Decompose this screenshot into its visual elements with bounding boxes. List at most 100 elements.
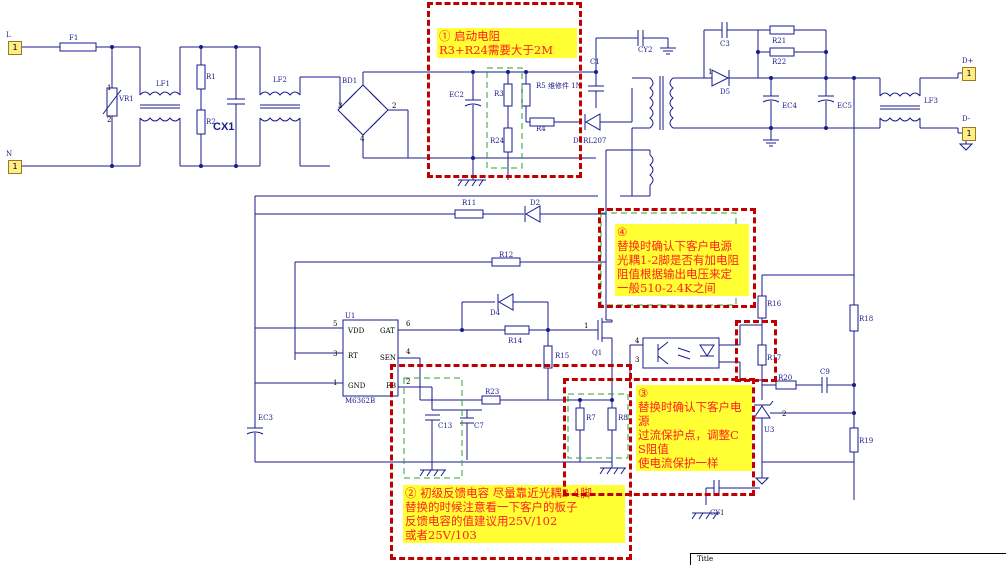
pin-num-1: 1 xyxy=(333,379,337,387)
bd1-pin-3: 3 xyxy=(338,102,342,110)
label-ec3: EC3 xyxy=(258,414,273,422)
label-u1-part: M6362B xyxy=(345,397,375,405)
label-r2: R2 xyxy=(206,118,216,126)
port-d-plus: 1 xyxy=(962,67,976,81)
resistor-r1 xyxy=(196,64,206,90)
note-current-protect: ③ 替换时确认下客户电 源 过流保护点，调整C S阻值 使电流保护一样 xyxy=(636,385,752,471)
choke-lf2 xyxy=(259,91,301,96)
label-r3: R3 xyxy=(494,90,504,98)
label-c13: C13 xyxy=(438,422,452,430)
bd1-pin-4: 4 xyxy=(360,135,365,143)
resistor-r18 xyxy=(849,304,859,332)
label-r7: R7 xyxy=(586,414,596,422)
port-l-label: L xyxy=(6,31,11,39)
vr1-pin-1: 1 xyxy=(107,84,111,92)
secondary-section xyxy=(673,22,974,500)
transformer xyxy=(605,76,674,320)
note-r17-highlight xyxy=(735,320,777,382)
highlight-feedback-cap xyxy=(403,377,463,479)
label-r1: R1 xyxy=(206,73,216,81)
highlight-cs-resistors xyxy=(567,393,629,459)
label-lf2: LF2 xyxy=(273,76,287,84)
label-c9: C9 xyxy=(820,368,830,376)
label-q1: Q1 xyxy=(592,349,602,357)
opto-pin-4: 4 xyxy=(635,337,640,345)
pin-vdd: VDD xyxy=(347,327,365,335)
label-r19: R19 xyxy=(859,437,873,445)
note-current-protect-box: ③ 替换时确认下客户电 源 过流保护点，调整C S阻值 使电流保护一样 xyxy=(563,378,755,496)
label-ec4: EC4 xyxy=(782,102,797,110)
port-n-label: N xyxy=(6,150,13,158)
label-cx1: CX1 xyxy=(213,121,234,133)
pin-gnd: GND xyxy=(348,382,366,390)
label-r14: R14 xyxy=(508,337,523,345)
input-wires xyxy=(22,42,341,168)
label-c1: C1 xyxy=(590,58,600,66)
label-bd1: BD1 xyxy=(342,77,357,85)
bridge-bd1 xyxy=(337,71,596,159)
diode-d5 xyxy=(711,69,730,87)
label-d1: D1RL207 xyxy=(573,137,606,145)
label-u3: U3 xyxy=(764,426,774,434)
resistor-r11 xyxy=(454,209,484,219)
resistor-r19 xyxy=(849,427,859,453)
pin-num-3: 3 xyxy=(333,350,337,358)
label-r12: R12 xyxy=(499,251,513,259)
pin-sen: SEN xyxy=(380,354,396,362)
u3-pin-2: 2 xyxy=(782,410,786,418)
label-r22: R22 xyxy=(772,58,786,66)
pin-num-4: 4 xyxy=(406,348,411,356)
note-opto-resistor-box: ④ 替换时确认下客户电源 光耦1-2脚是否有加电阻 阻值根据输出电压来定 一般5… xyxy=(598,208,756,308)
note-opto-resistor: ④ 替换时确认下客户电源 光耦1-2脚是否有加电阻 阻值根据输出电压来定 一般5… xyxy=(615,224,749,296)
primary-section xyxy=(457,30,676,187)
fuse-f1 xyxy=(59,42,97,52)
bd1-pin-2: 2 xyxy=(392,102,396,110)
title-block: Title xyxy=(690,553,1006,565)
port-n: 1 xyxy=(8,160,22,174)
label-r15: R15 xyxy=(555,352,569,360)
choke-lf1 xyxy=(139,91,181,96)
label-c3: C3 xyxy=(720,40,730,48)
ic-u1 xyxy=(342,319,399,397)
label-r20: R20 xyxy=(778,374,792,382)
vr1-pin-2: 2 xyxy=(107,116,111,124)
d5-pin-1: 1 xyxy=(708,68,712,76)
label-r4: R4 xyxy=(536,125,546,133)
label-c7: C7 xyxy=(474,422,484,430)
resistor-r21 xyxy=(769,25,795,35)
port-d-minus-label: D- xyxy=(962,115,971,123)
label-r21: R21 xyxy=(772,37,786,45)
choke-lf3 xyxy=(879,92,921,97)
regulator-u3 xyxy=(753,405,771,419)
label-r24: R24 xyxy=(490,137,505,145)
label-r23: R23 xyxy=(485,388,499,396)
label-r8: R8 xyxy=(618,414,628,422)
controller-section xyxy=(246,195,760,520)
optocoupler xyxy=(629,324,762,382)
note-start-resistor-box: ① 启动电阻 R3+R24需要大于2M xyxy=(427,2,582,178)
label-r5: R5 维修件 1N xyxy=(536,81,582,90)
note-start-resistor: ① 启动电阻 R3+R24需要大于2M xyxy=(437,28,577,58)
label-f1: F1 xyxy=(69,34,78,42)
highlight-start-resistors xyxy=(486,67,523,169)
diode-d2 xyxy=(524,205,541,223)
pin-num-6: 6 xyxy=(406,320,411,328)
diode-d4 xyxy=(497,293,514,311)
label-lf1: LF1 xyxy=(156,80,170,88)
label-cy2: CY2 xyxy=(638,46,652,54)
diode-d1 xyxy=(584,113,601,131)
port-d-minus: 1 xyxy=(962,127,976,141)
opto-pin-3: 3 xyxy=(635,356,639,364)
resistor-r22 xyxy=(769,47,795,57)
label-d2: D2 xyxy=(530,199,540,207)
resistor-r2 xyxy=(196,109,206,135)
pin-rt: RT xyxy=(348,352,358,360)
label-vr1: VR1 xyxy=(118,95,134,103)
label-d4: D4 xyxy=(490,309,501,317)
pin-gat: GAT xyxy=(380,327,395,335)
label-u1: U1 xyxy=(345,312,355,320)
label-r18: R18 xyxy=(859,315,873,323)
pin-num-2: 2 xyxy=(406,378,410,386)
resistor-r14 xyxy=(504,325,530,335)
